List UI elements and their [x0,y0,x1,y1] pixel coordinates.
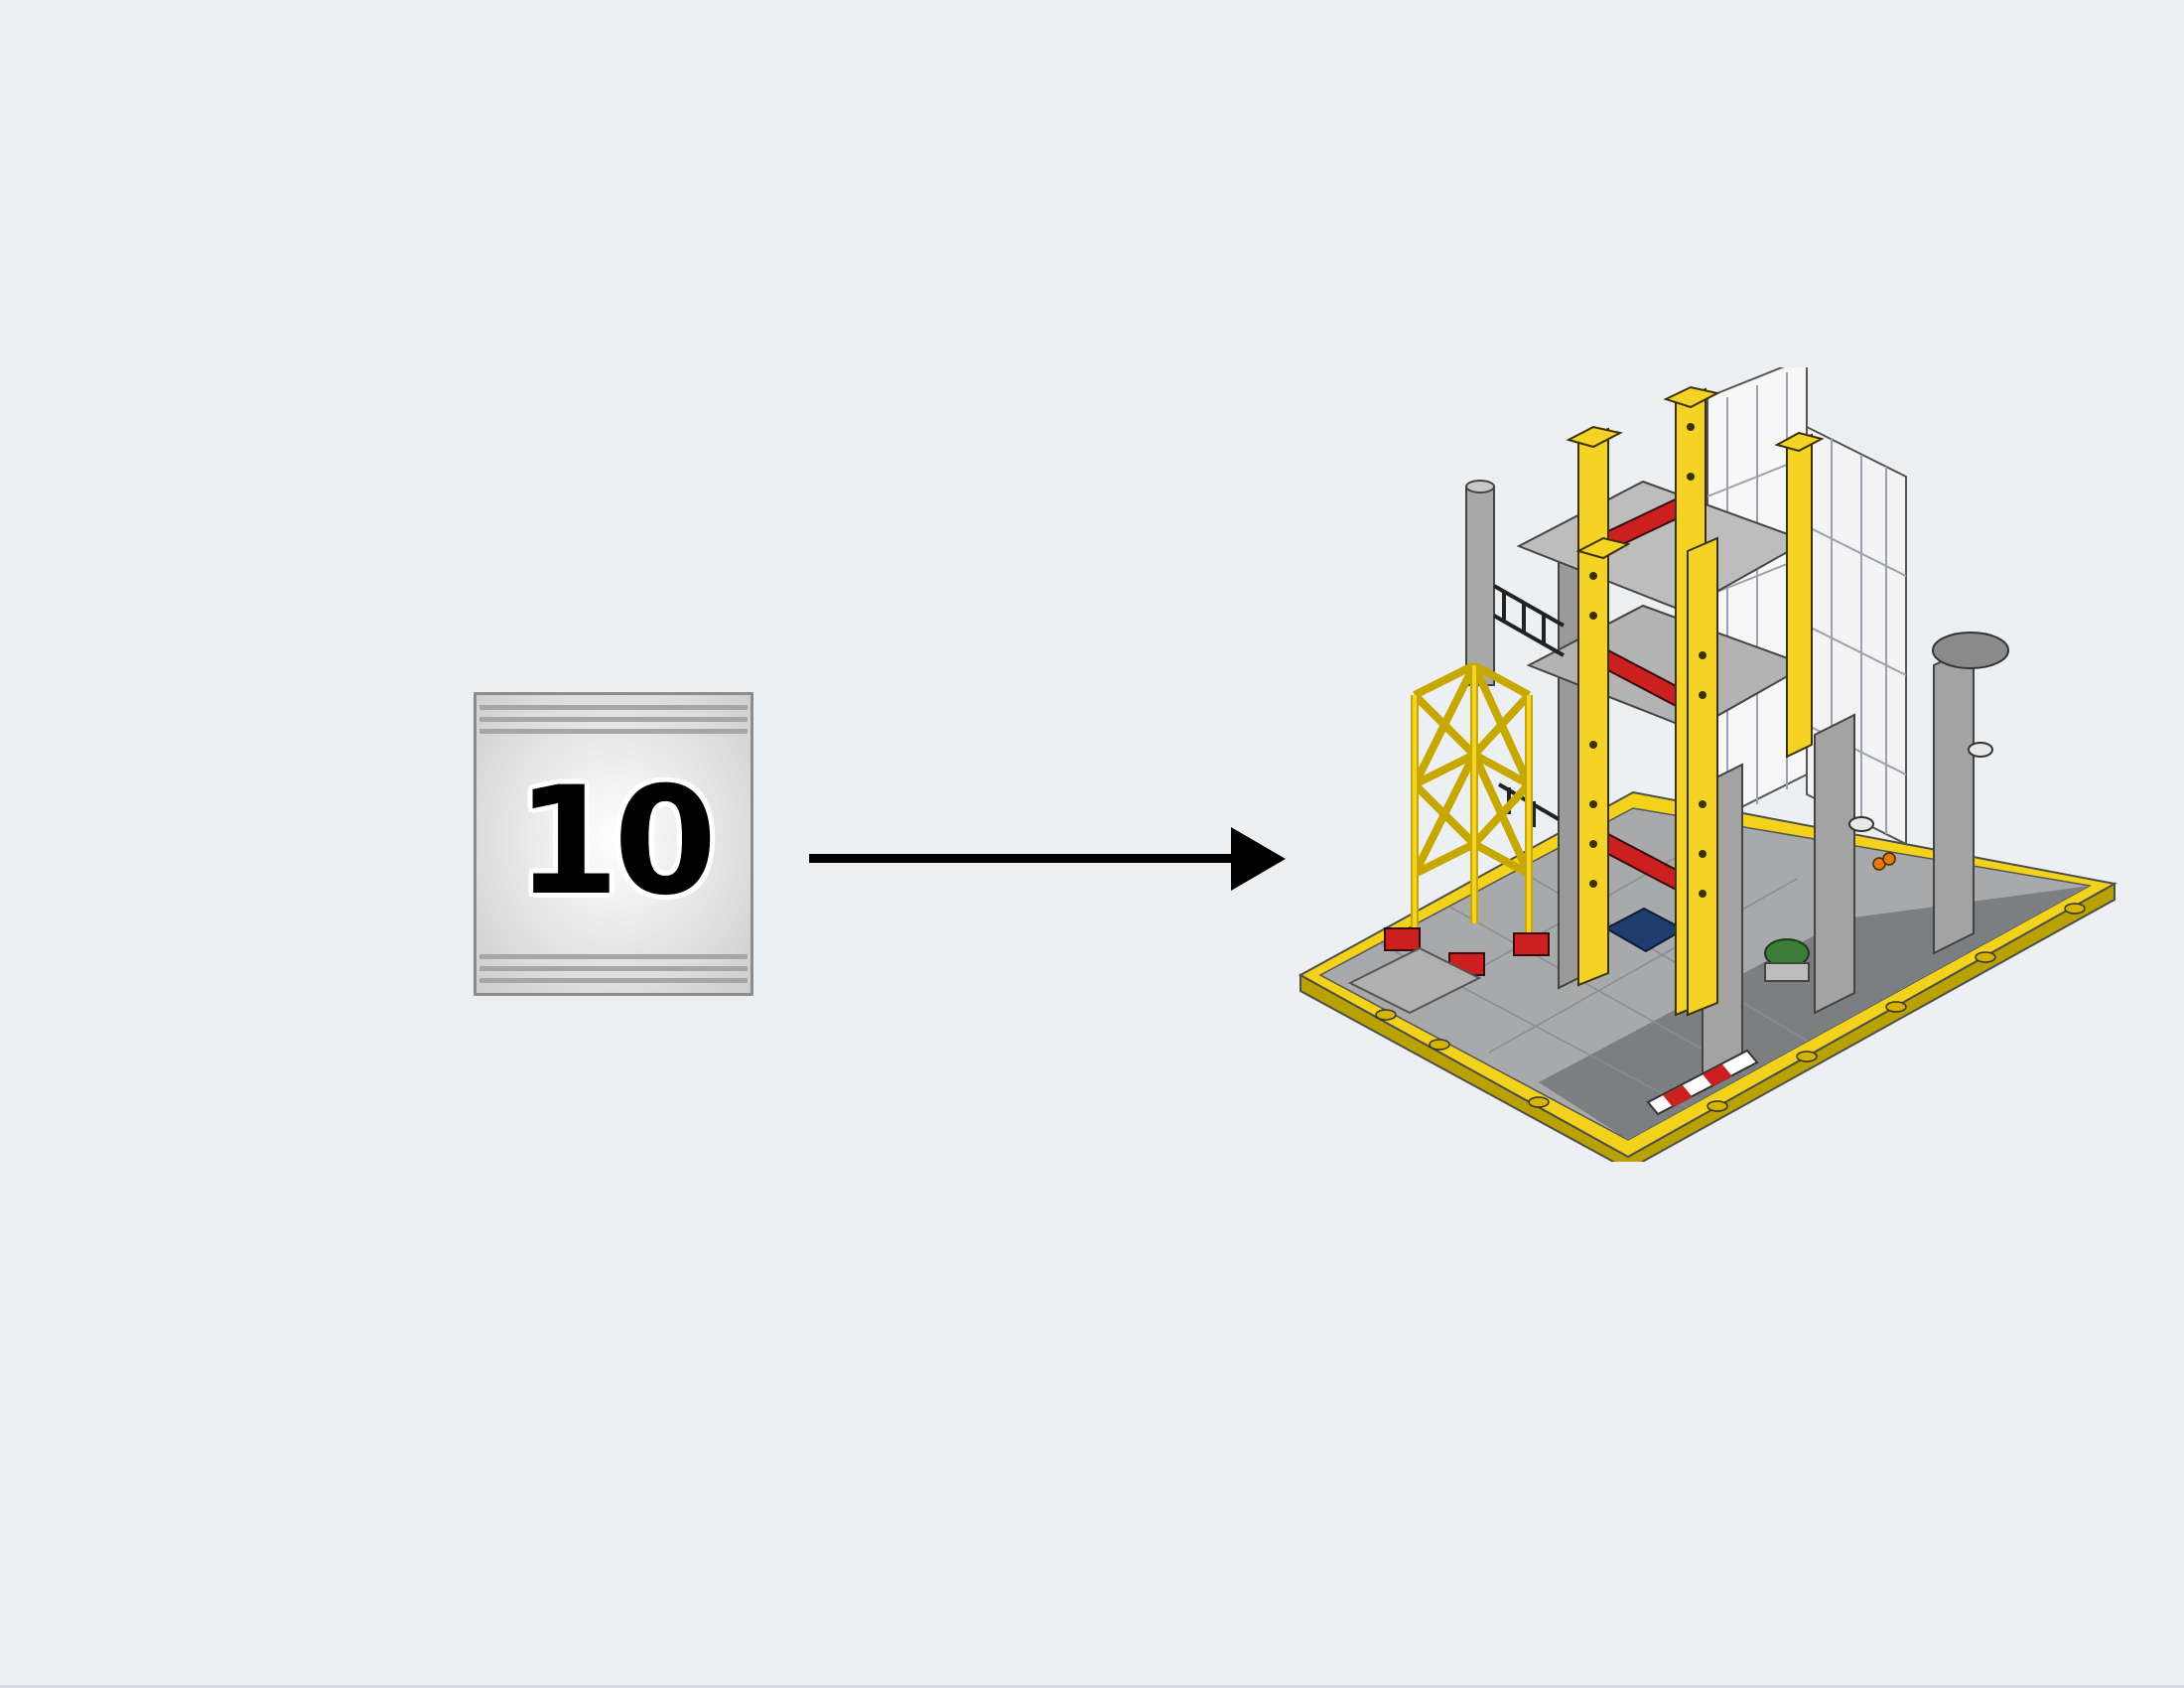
yellow-pillar [1577,427,1609,987]
bag-seal-stripe [479,717,748,722]
yellow-pillar [1687,536,1718,1017]
bag-seal-stripe [479,954,748,959]
stairs [1347,946,1482,1015]
red-footing [1384,927,1421,951]
bag-number: 10 [515,756,718,928]
building-model-illustration [1297,367,2117,1162]
numbered-parts-bag-icon: 10 [474,692,753,996]
street-barrier [1646,1049,1759,1116]
bag-seal-stripe [479,978,748,983]
bag-seal-stripe [479,705,748,710]
gray-column [1814,713,1855,1015]
street-lamp [1848,742,1993,832]
right-arrow-icon [809,827,1286,891]
yellow-pillar [1786,433,1813,759]
bag-seal-stripe [479,966,748,971]
page-bottom-rule [0,1685,2184,1688]
round-column [1465,486,1495,686]
red-footing [1513,932,1550,956]
gray-column [1933,643,1975,955]
bag-seal-stripe [479,729,748,734]
